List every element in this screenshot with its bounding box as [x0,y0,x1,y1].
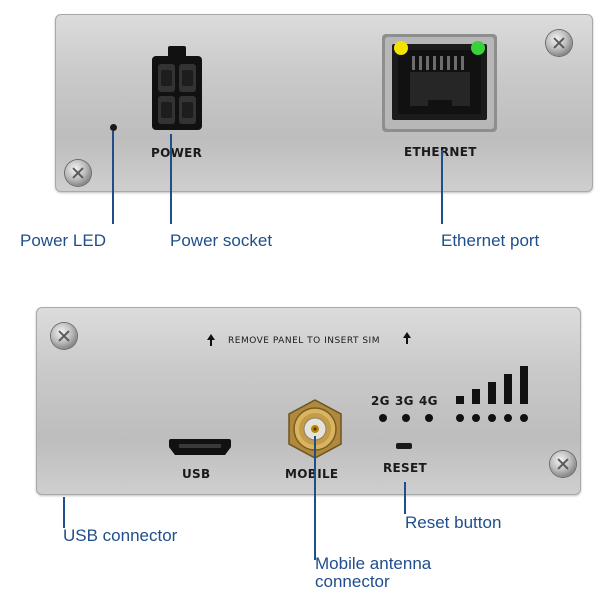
signal-bar-3 [488,382,496,404]
signal-bar-2 [472,389,480,404]
network-label-2g: 2G [371,394,390,408]
screw-icon [550,451,576,477]
signal-led-5 [520,414,528,422]
usb-port-label: USB [182,467,211,481]
reset-button-callout: Reset button [405,513,502,532]
signal-bar-4 [504,374,512,404]
screw-icon [65,160,91,186]
arrow-up-icon [403,332,411,338]
signal-bar-1 [456,396,464,404]
network-led-4g [425,414,433,422]
ethernet-port-leader-line [441,150,443,224]
signal-led-2 [472,414,480,422]
power-socket-leader-line [170,134,172,224]
signal-led-3 [488,414,496,422]
screw-icon [51,323,77,349]
mobile-antenna-callout-line1: Mobile antenna [315,554,432,573]
ethernet-port-callout: Ethernet port [441,231,540,250]
network-label-4g: 4G [419,394,438,408]
network-led-3g [402,414,410,422]
signal-led-1 [456,414,464,422]
reset-button [396,443,412,449]
power-port-label: POWER [151,146,203,160]
sim-notice: REMOVE PANEL TO INSERT SIM [228,336,380,346]
power-led [110,124,117,131]
antenna-connector-icon [288,399,342,459]
mobile-antenna-leader-line [314,436,316,560]
signal-led-4 [504,414,512,422]
usb-port-icon [169,439,231,455]
arrow-up-icon [406,338,408,344]
ethernet-port-icon [382,34,497,132]
screw-icon [546,30,572,56]
usb-connector-leader-line [63,497,65,528]
mobile-port-label: MOBILE [285,467,339,481]
network-label-3g: 3G [395,394,414,408]
front-panel [55,14,593,192]
reset-label: RESET [383,461,427,475]
arrow-up-icon [210,340,212,346]
arrow-up-icon [207,334,215,340]
ethernet-port-label: ETHERNET [404,145,477,159]
network-led-2g [379,414,387,422]
signal-bar-5 [520,366,528,404]
mobile-antenna-callout-line2: connector [315,572,390,591]
usb-connector-callout: USB connector [63,526,178,545]
power-socket-icon [152,46,202,130]
reset-button-leader-line [404,482,406,514]
power-led-callout: Power LED [20,231,106,250]
power-led-leader-line [112,131,114,224]
power-socket-callout: Power socket [170,231,273,250]
